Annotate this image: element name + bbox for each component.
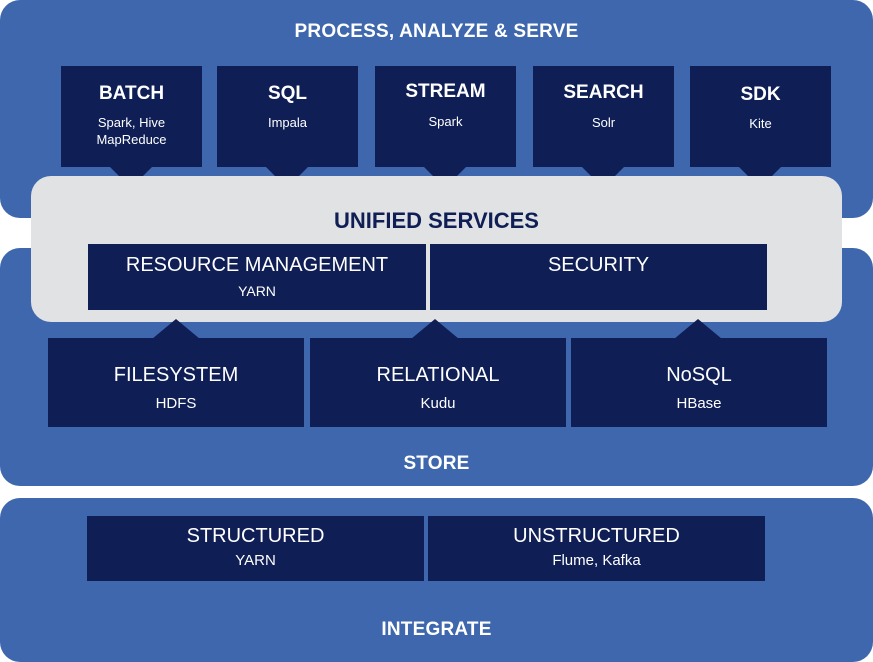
filesystem-arrow [152,319,200,339]
unified-services-title: UNIFIED SERVICES [334,208,539,233]
filesystem-label: FILESYSTEM [113,364,239,386]
integrate-title: INTEGRATE [381,619,492,640]
search-tech: Solr [591,115,616,130]
security-box: SECURITY [430,244,767,310]
stream-box: STREAM Spark [375,66,516,167]
batch-tech-2: MapReduce [96,132,167,147]
batch-label: BATCH [98,83,165,104]
sdk-label: SDK [740,84,781,105]
structured-label: STRUCTURED [186,525,325,547]
sql-box: SQL Impala [217,66,358,167]
batch-box: BATCH Spark, Hive MapReduce [61,66,202,167]
sdk-tech: Kite [749,116,772,131]
security-label: SECURITY [547,254,650,276]
unstructured-tech: Flume, Kafka [552,552,641,569]
resource-management-label: RESOURCE MANAGEMENT [125,254,389,276]
structured-box: STRUCTURED YARN [87,516,424,581]
sql-label: SQL [267,83,308,104]
stream-label: STREAM [405,81,486,102]
nosql-arrow [674,319,722,339]
filesystem-tech: HDFS [155,395,197,412]
relational-box: RELATIONAL Kudu [310,338,566,427]
sdk-box: SDK Kite [690,66,831,167]
store-title: STORE [403,453,470,474]
batch-tech-1: Spark, Hive [97,115,166,130]
nosql-label: NoSQL [666,364,732,386]
relational-label: RELATIONAL [376,364,500,386]
sql-tech: Impala [267,115,308,130]
unstructured-label: UNSTRUCTURED [513,525,680,547]
unstructured-box: UNSTRUCTURED Flume, Kafka [428,516,765,581]
nosql-box: NoSQL HBase [571,338,827,427]
structured-tech: YARN [235,552,276,569]
filesystem-box: FILESYSTEM HDFS [48,338,304,427]
stream-tech: Spark [428,114,463,129]
search-box: SEARCH Solr [533,66,674,167]
resource-management-box: RESOURCE MANAGEMENT YARN [88,244,426,310]
process-title: PROCESS, ANALYZE & SERVE [294,21,579,42]
relational-arrow [411,319,459,339]
search-label: SEARCH [563,82,644,103]
nosql-tech: HBase [676,395,722,412]
resource-management-tech: YARN [238,283,276,299]
relational-tech: Kudu [420,395,456,412]
